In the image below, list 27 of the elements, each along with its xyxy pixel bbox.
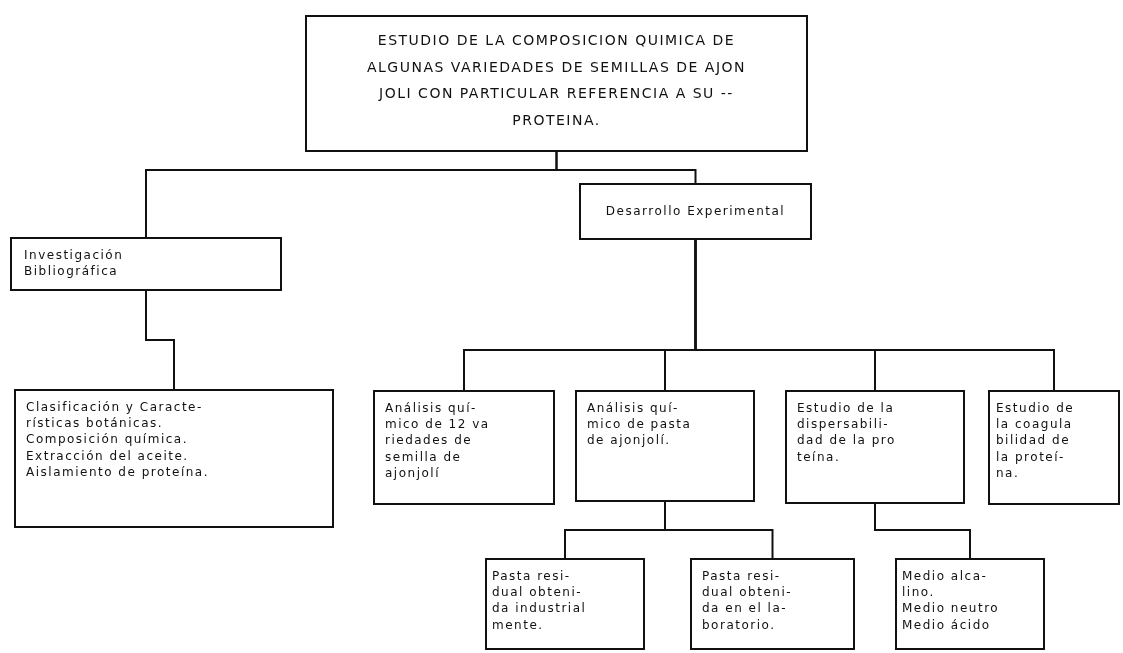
connector-line — [145, 290, 175, 390]
process-box — [485, 558, 645, 650]
process-box — [579, 183, 812, 240]
connector-line — [694, 239, 1055, 391]
process-box — [373, 390, 555, 505]
box-text: Análisis quí- mico de pasta de ajonjolí. — [587, 400, 693, 449]
box-text: Pasta resi- dual obteni- da industrial mente. — [492, 568, 588, 633]
process-box — [10, 237, 282, 291]
process-box — [988, 390, 1120, 505]
box-text: Medio alca- lino. Medio neutro Medio ácido — [902, 568, 1001, 633]
process-box — [575, 390, 755, 502]
box-text: ESTUDIO DE LA COMPOSICION QUIMICA DE ALGUNAS VARIEDADES DE SEMILLAS DE AJON JOLI CON PARTICULAR REFERENCIA A SU -- PROTEINA. — [366, 31, 747, 130]
box-text: Investigación Bibliográfica — [24, 247, 125, 280]
process-box — [785, 390, 965, 504]
box-text: Pasta resi- dual obteni- da en el la- boratorio. — [702, 568, 794, 633]
connector-line — [664, 501, 774, 559]
process-box — [14, 389, 334, 528]
process-box — [305, 15, 808, 152]
connector-line — [874, 503, 971, 559]
box-text: Estudio de la coagula bilidad de la proteí- na. — [996, 400, 1076, 481]
box-text: Desarrollo Experimental — [604, 203, 787, 220]
process-box — [895, 558, 1045, 650]
box-text: Clasificación y Caracte- rísticas botánicas. Composición química. Extracción del aceite. Aislamiento de proteína. — [26, 399, 210, 480]
box-text: Estudio de la dispersabili- dad de la pro teína. — [797, 400, 897, 465]
connector-line — [555, 151, 697, 184]
box-text: Análisis quí- mico de 12 va riedades de semilla de ajonjolí — [385, 400, 491, 481]
process-box — [690, 558, 855, 650]
